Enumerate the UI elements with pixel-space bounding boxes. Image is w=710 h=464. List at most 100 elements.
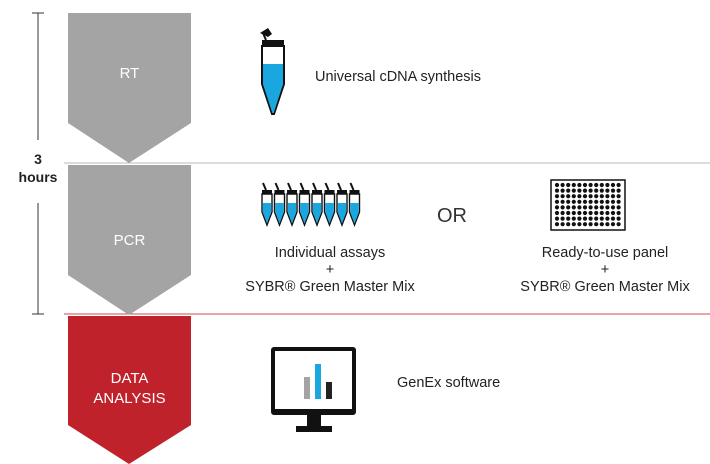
plate-well: [616, 188, 621, 193]
plate-well: [599, 182, 604, 188]
plate-well: [560, 216, 565, 221]
plate-well: [577, 194, 582, 199]
plate-well: [594, 199, 599, 204]
plate-well: [599, 222, 604, 227]
plate-well: [582, 199, 588, 204]
plate-well: [560, 199, 565, 204]
plate-well: [599, 210, 604, 216]
plate-well: [588, 216, 593, 221]
rt-description: Universal cDNA synthesis: [315, 69, 481, 85]
plate-well: [571, 222, 576, 227]
step-analysis-chevron: [68, 316, 191, 464]
plate-well: [582, 182, 588, 188]
plate-well: [560, 188, 565, 193]
plate-well: [571, 199, 576, 204]
plate-well: [599, 188, 604, 193]
plate-well: [577, 205, 582, 210]
plate-well: [605, 210, 610, 216]
plate-well: [577, 216, 582, 221]
plate-well: [577, 210, 582, 216]
plate-well: [571, 216, 576, 221]
strip-tube: [311, 182, 323, 227]
plate-well: [554, 222, 560, 227]
plate-well: [616, 199, 621, 204]
plate-well: [599, 205, 604, 210]
plate-well: [594, 205, 599, 210]
plate-well: [599, 216, 604, 221]
plate-well: [588, 210, 593, 216]
plate-well: [560, 222, 565, 227]
plate-well: [594, 222, 599, 227]
plate-well: [610, 182, 616, 188]
plate-well: [582, 194, 588, 199]
plate-well: [599, 194, 604, 199]
plate-well: [566, 205, 571, 210]
plate-well: [588, 222, 593, 227]
plate-well: [610, 199, 616, 204]
strip-tube: [273, 182, 286, 227]
plate-well: [588, 205, 593, 210]
plate-well: [616, 210, 621, 216]
strip-tube: [261, 182, 273, 227]
plate-well: [571, 182, 576, 188]
plate-well: [554, 188, 560, 193]
plate-well: [605, 216, 610, 221]
plate-well: [571, 194, 576, 199]
strip-tube: [286, 182, 298, 227]
plate-well: [616, 194, 621, 199]
plate-well: [577, 222, 582, 227]
analysis-description: GenEx software: [397, 375, 501, 391]
option-individual-assays-text: Individual assays + SYBR® Green Master M…: [245, 245, 415, 295]
plate-well: [577, 199, 582, 204]
step-pcr-chevron: [68, 165, 191, 315]
plate-well: [594, 182, 599, 188]
strip-tube: [323, 182, 336, 227]
plate-well: [571, 210, 576, 216]
strip-tube: [336, 182, 348, 227]
duration-unit: hours: [18, 169, 58, 185]
plate-well: [566, 222, 571, 227]
plate-well: [582, 188, 588, 193]
plate-well: [610, 188, 616, 193]
plate-well: [577, 182, 582, 188]
step-rt-label: RT: [119, 65, 140, 82]
plate-well: [560, 194, 565, 199]
plate-well: [554, 199, 560, 204]
plate-well: [582, 222, 588, 227]
monitor-bar-blue: [315, 364, 321, 399]
plate-well: [610, 205, 616, 210]
plate-well: [610, 210, 616, 216]
plate-well: [588, 194, 593, 199]
plate-well: [566, 182, 571, 188]
plate-well: [571, 205, 576, 210]
plate-frame: [550, 179, 626, 231]
plate-well: [582, 210, 588, 216]
plate-well: [566, 194, 571, 199]
plate-well: [566, 210, 571, 216]
plate-well: [588, 182, 593, 188]
plate-well: [605, 188, 610, 193]
plate-well: [560, 182, 565, 188]
plate-well: [610, 222, 616, 227]
plate-well: [610, 216, 616, 221]
strip-tube: [298, 182, 311, 227]
plate-well: [582, 216, 588, 221]
duration-value: 3: [34, 151, 42, 167]
plate-well: [610, 194, 616, 199]
plate-well: [605, 205, 610, 210]
plate-well: [554, 205, 560, 210]
plate-well: [605, 222, 610, 227]
plate-well: [605, 194, 610, 199]
plate-well: [594, 194, 599, 199]
plate-well: [566, 188, 571, 193]
plate-well: [566, 216, 571, 221]
plate-well: [616, 222, 621, 227]
plate-well: [594, 216, 599, 221]
plate-well: [605, 182, 610, 188]
